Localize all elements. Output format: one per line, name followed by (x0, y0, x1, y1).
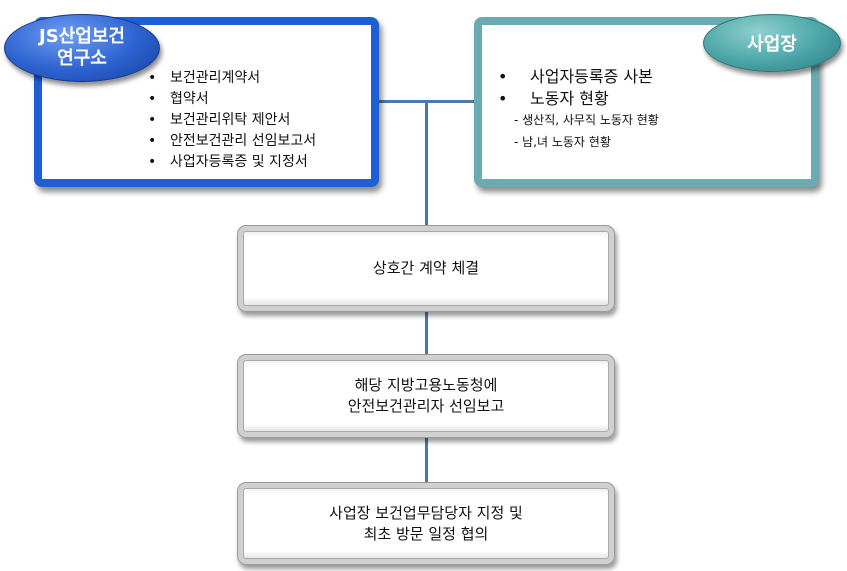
step-text: 최초 방문 일정 협의 (363, 524, 489, 543)
step-visit-schedule: 사업장 보건업무담당자 지정 및 최초 방문 일정 협의 (237, 482, 615, 565)
list-item: 안전보건관리 선임보고서 (148, 131, 316, 152)
sub-list-item: - 남,녀 노동자 현황 (514, 135, 611, 149)
right-panel-title-badge: 사업장 (703, 14, 841, 72)
step-text: 해당 지방고용노동청에 (354, 376, 498, 394)
list-item: 사업자등록증 및 지정서 (148, 152, 316, 173)
right-panel-list: 사업자등록증 사본 노동자 현황 (498, 66, 653, 110)
right-panel-sublist: - 생산직, 사무직 노동자 현황 - 남,녀 노동자 현황 (514, 109, 659, 153)
list-item: 보건관리위탁 제안서 (148, 110, 316, 131)
left-panel-title-badge: JS산업보건 연구소 (4, 14, 160, 82)
list-item: 보건관리계약서 (148, 68, 316, 89)
sub-list-item: - 생산직, 사무직 노동자 현황 (514, 113, 659, 127)
connector-vertical-top (425, 100, 428, 227)
left-panel-title-line-2: 연구소 (57, 48, 107, 69)
left-panel-list: 보건관리계약서 협약서 보건관리위탁 제안서 안전보건관리 선임보고서 사업자등… (148, 68, 316, 173)
list-item: 협약서 (148, 89, 316, 110)
right-panel-title: 사업장 (747, 34, 797, 55)
step-text: 안전보건관리자 선임보고 (347, 397, 505, 415)
step-text: 상호간 계약 체결 (372, 259, 480, 277)
step-contract: 상호간 계약 체결 (237, 225, 615, 312)
list-item: 노동자 현황 (498, 88, 653, 110)
step-report: 해당 지방고용노동청에 안전보건관리자 선임보고 (237, 354, 615, 438)
list-item: 사업자등록증 사본 (498, 66, 653, 88)
left-panel-title-line-1: JS산업보건 (39, 26, 125, 47)
connector-vertical-mid (425, 311, 428, 356)
connector-vertical-bottom (425, 437, 428, 484)
step-text: 사업장 보건업무담당자 지정 및 (329, 503, 523, 522)
